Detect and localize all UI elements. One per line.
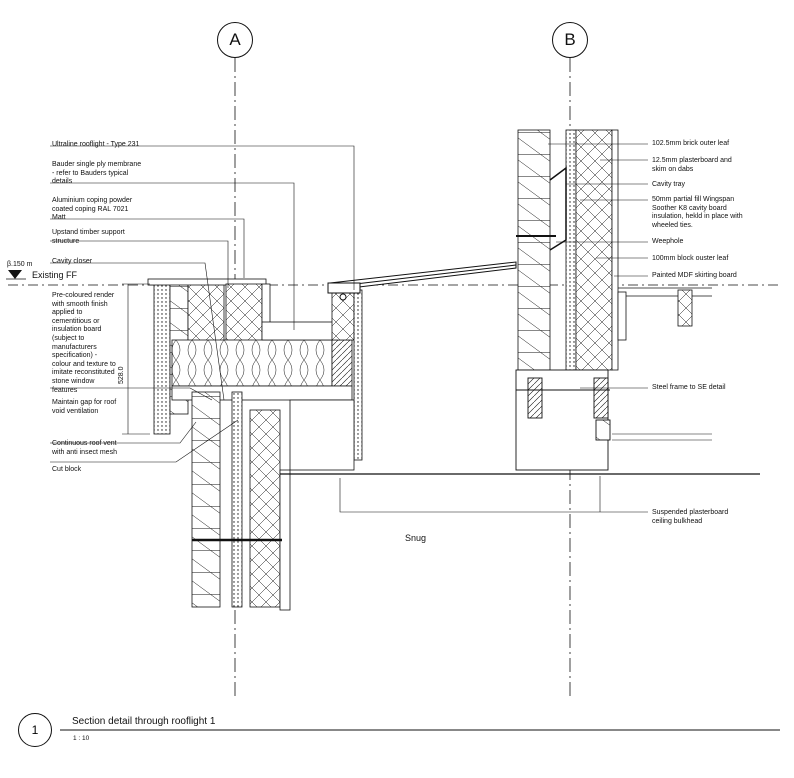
leaders-right [339,143,648,513]
rooflight [327,261,517,301]
label-cavity-tray: Cavity tray [652,181,686,188]
view-title: Section detail through rooflight 1 [72,716,216,727]
label-steel-frame: Steel frame to SE detail [652,384,726,391]
view-number: 1 [31,723,39,737]
level-marker-icon [8,270,22,279]
label-insulation: 50mm partial fill Wingspan Soother K8 ca… [652,196,743,229]
view-scale: 1 : 10 [73,735,90,742]
label-cavity-closer: Cavity closer [52,258,93,265]
label-skirting: Painted MDF skirting board [652,272,737,279]
level-value: β.150 m [7,261,33,268]
label-plasterboard: 12.5mm plasterboard and skim on dabs [652,157,732,173]
label-rooflight: Ultraline rooflight - Type 231 [52,141,140,148]
label-cut-block: Cut block [52,466,82,473]
grid-label-a: A [229,30,241,49]
dimension-line [122,283,150,435]
grid-bubble-b: B [552,22,588,58]
grid-bubble-a: A [217,22,253,58]
label-void-gap: Maintain gap for roof void ventilation [52,399,117,415]
cavity-wall [516,129,619,371]
label-bulkhead: Suspended plasterboard ceiling bulkhead [652,509,729,525]
label-brick-leaf: 102.5mm brick outer leaf [652,140,730,147]
roof-insulation [171,289,363,461]
grid-label-b: B [564,30,576,49]
label-timber-upstand: Upstand timber support structure [52,229,125,245]
lower-wall [191,391,355,611]
view-number-bubble: 1 [18,713,52,747]
leaders-left [50,145,355,463]
floor-joists [617,287,712,341]
label-roof-vent: Continuous roof vent with anti insect me… [52,440,117,456]
label-coping: Aluminium coping powder coated coping RA… [52,197,133,222]
level-name: Existing FF [32,270,78,280]
dimension-value: 528.0 [118,366,125,384]
label-weephole: Weephole [652,238,684,245]
label-membrane: Bauder single ply membrane - refer to Ba… [52,161,142,186]
label-render: Pre-coloured render with smooth finish a… [52,292,116,394]
label-block-leaf: 100mm block ouster leaf [652,255,729,262]
room-name: Snug [405,533,427,543]
